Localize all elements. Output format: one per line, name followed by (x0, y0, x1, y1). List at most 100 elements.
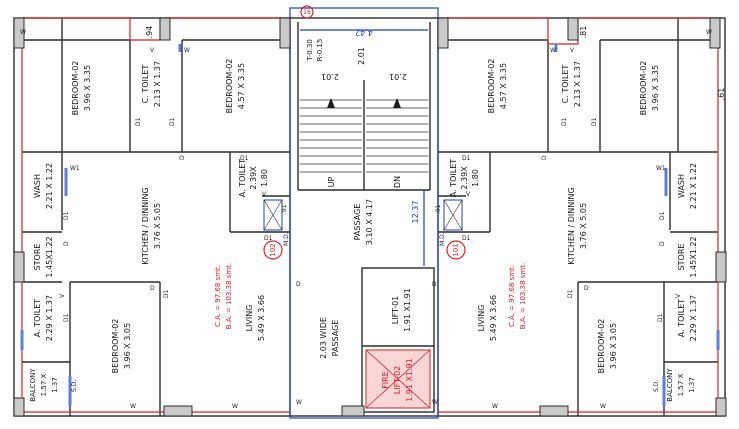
column (279, 17, 291, 49)
door-tag: S.D. (71, 380, 78, 392)
room-name: LIVING (477, 305, 486, 332)
room-size: 3.96 X 3.35 (651, 65, 660, 111)
unit-labels: 102 C.A. = 97.68 smt. B.A. = 103.38 smt.… (214, 243, 527, 329)
window-tag: W1 (656, 165, 666, 172)
window-marks (20, 44, 720, 406)
room-size: 1.45X1.22 (689, 236, 698, 277)
room-size: 2.13 X 1.37 (153, 61, 162, 107)
room-size: 1.57 X (677, 373, 685, 396)
built-area: B.A. = 103.38 smt. (225, 263, 233, 329)
up-label: UP (327, 176, 336, 187)
door-tag: D1 (63, 211, 70, 220)
plot-boundary (21, 17, 719, 413)
window-tag: W (492, 403, 498, 410)
door-tag: D (150, 285, 155, 292)
landing-left: 2.01 (321, 72, 339, 81)
room-name: BALCONY (666, 368, 674, 402)
room-name: LIVING (245, 305, 254, 332)
column (715, 397, 727, 417)
window-tag: V (262, 191, 267, 198)
room-size: 2.29 X 1.37 (45, 295, 54, 341)
room-name: STORE (677, 244, 686, 271)
door-tag: D (179, 155, 186, 160)
window-tag: W (296, 399, 302, 406)
room-size: 1.80 (471, 169, 480, 187)
duct-cross (263, 199, 283, 231)
door-tag: D1 (659, 211, 666, 220)
room-name: BEDROOM-02 (639, 61, 648, 116)
door-tag: D1 (264, 235, 273, 242)
column (567, 17, 579, 41)
column (715, 251, 727, 283)
door-tag: W (20, 29, 26, 36)
room-name: A. TOILET (449, 159, 458, 197)
room-size: 4.57 X 3.35 (499, 63, 508, 109)
door-tag: D1 (591, 117, 598, 126)
column (13, 251, 25, 283)
door-tag: D1 (63, 313, 70, 322)
top-offset-right: .81 (579, 26, 588, 39)
room-size: 2.29 X 1.37 (689, 295, 698, 341)
door-tag: D (541, 155, 548, 160)
dn-label: DN (393, 176, 402, 188)
window-tag: W (130, 403, 136, 410)
door-tag: D1 (240, 155, 249, 162)
room-size: 5.49 X 3.66 (489, 295, 498, 341)
door-tag: W (550, 47, 556, 54)
column (13, 397, 25, 417)
marker-number: 16 (303, 9, 311, 16)
door-tag: D (584, 285, 589, 292)
hatch-line (365, 349, 431, 409)
landing-right: 2.01 (389, 72, 407, 81)
door-tag: W (184, 47, 190, 54)
stair-width-label: 4.42 (355, 28, 373, 37)
column (539, 405, 569, 417)
door-tag: D (659, 241, 666, 246)
dimension-labels: .94 .81 .61 4.42 12.37 16 (145, 9, 726, 223)
room-size: 1.37 (51, 377, 59, 393)
unit-number: 102 (269, 243, 277, 256)
room-size: 3.96 X 3.05 (123, 323, 132, 369)
window-tag: V (675, 293, 682, 298)
duct-box (263, 199, 283, 231)
lift-shaft-wall (361, 267, 435, 413)
up-arrow-icon (327, 98, 335, 108)
riser-label: R-0.15 (316, 39, 324, 62)
carpet-area: C.A. = 97.68 smt. (508, 265, 516, 327)
right-offset: .61 (717, 88, 726, 101)
door-tag: D1 (567, 289, 574, 298)
door-tag: D (63, 241, 70, 246)
staircase (300, 99, 428, 173)
unit-circle-102 (263, 240, 283, 260)
room-size: 4.57 X 3.35 (237, 63, 246, 109)
door-tag: D1 (561, 117, 568, 126)
window-tag: W (432, 399, 438, 406)
room-name: BALCONY (29, 368, 37, 402)
room-name: A. TOILET (677, 299, 686, 337)
landing-mid: 2.01 (357, 47, 366, 65)
room-name: BEDROOM-02 (225, 59, 234, 114)
top-offset-left: .94 (145, 26, 154, 39)
room-size: 2.39X (249, 166, 258, 190)
marker-circle (300, 5, 314, 19)
lift-size: 1.91 X1.91 (403, 288, 412, 332)
door-tag: D (296, 281, 301, 288)
door-tag: D1 (169, 117, 176, 126)
right-unit-rooms: BEDROOM-02 4.57 X 3.35 C. TOILET 2.13 X … (449, 59, 698, 402)
duct-cross (443, 199, 463, 231)
duct-size: .91 (435, 204, 442, 214)
core-dimension-box (289, 7, 439, 419)
door-tag: D1 (462, 155, 471, 162)
left-unit-rooms: BEDROOM-02 3.96 X 3.35 C. TOILET 2.13 X … (29, 59, 269, 402)
room-name: C. TOILET (561, 65, 570, 104)
main-door-tag: M.D. (439, 232, 446, 246)
column (341, 405, 365, 417)
down-arrow-icon (393, 98, 401, 108)
room-size: 1.45X1.22 (45, 236, 54, 277)
room-name: WASH (33, 174, 42, 198)
fire-lift-size: 1.91 X1.91 (405, 358, 414, 402)
column (163, 405, 193, 417)
window-tag: V (466, 191, 471, 198)
window-tag: V (59, 293, 66, 298)
